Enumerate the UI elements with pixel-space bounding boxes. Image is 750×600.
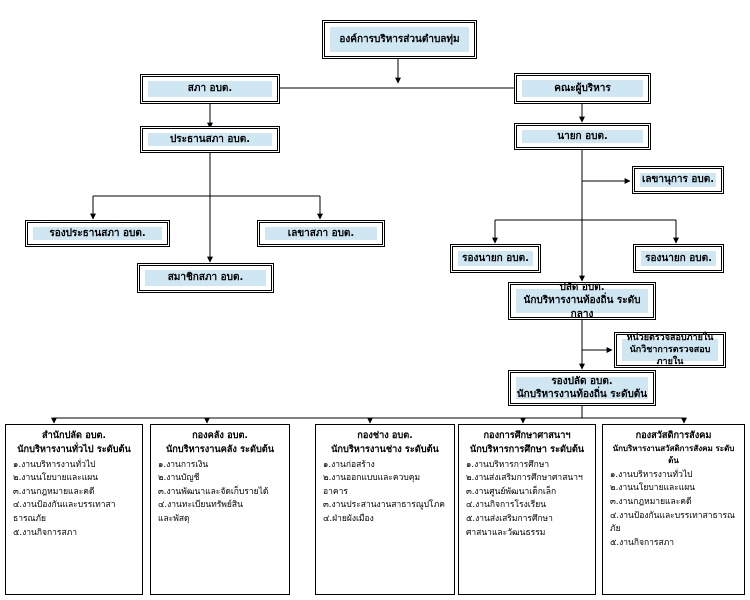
dept-head-position: นักบริหารงานคลัง ระดับต้น <box>165 443 275 455</box>
task-item: ๑.งานการเงิน <box>158 459 209 470</box>
dept-head-position: นักบริหารงานสวัสดิการสังคม ระดับต้น <box>612 443 735 465</box>
task-item: ๕.งานส่งเสริมการศึกษา <box>466 513 553 524</box>
deputy-mayor-left-box: รองนายก อบต. <box>450 244 541 273</box>
council-box: สภา อบต. <box>140 74 280 104</box>
internal-audit-position: นักวิชาการตรวจสอบภายใน <box>629 344 711 368</box>
deputy-clerk-position: นักบริหารงานท้องถิ่น ระดับต้น <box>516 389 648 400</box>
internal-audit-box: หน่วยตรวจสอบภายใน นักวิชาการตรวจสอบภายใน <box>614 332 726 368</box>
task-item: ๑.งานบริหารงานทั่วไป <box>610 469 693 480</box>
executive-board-label: คณะผู้บริหาร <box>554 82 611 94</box>
task-item: ๕.งานกิจการสภา <box>13 527 78 538</box>
clerk-box: ปลัด อบต. นักบริหารงานท้องถิ่น ระดับกลาง <box>508 282 656 320</box>
task-item: ศาสนาและวัฒนธรรม <box>466 527 546 538</box>
task-item: ๓.งานประสานงานสาธารณูปโภค <box>323 500 445 511</box>
dept-title: กองการศึกษาศาสนาฯ <box>483 430 571 441</box>
dept-engineering: กองช่าง อบต. นักบริหารงานช่าง ระดับต้น ๑… <box>315 424 455 595</box>
dept-social-welfare: กองสวัสดิการสังคม นักบริหารงานสวัสดิการส… <box>602 424 745 595</box>
task-item: ๑.งานก่อสร้าง <box>323 459 375 470</box>
deputy-clerk-box: รองปลัด อบต. นักบริหารงานท้องถิ่น ระดับต… <box>508 370 656 406</box>
council-label: สภา อบต. <box>187 83 233 95</box>
dept-finance: กองคลัง อบต. นักบริหารงานคลัง ระดับต้น ๑… <box>150 424 290 595</box>
deputy-mayor-right-box: รองนายก อบต. <box>633 244 724 273</box>
task-item: ๔.ฝ่ายผังเมือง <box>323 513 374 524</box>
task-item: อาคาร <box>323 486 348 497</box>
deputy-mayor-right-label: รองนายก อบต. <box>645 252 712 264</box>
task-item: ๓.งานศูนย์พัฒนาเด็กเล็ก <box>466 486 557 497</box>
task-item: ๒.งานออกแบบและควบคุม <box>323 473 421 484</box>
task-item: ๑.งานบริหารงานทั่วไป <box>13 459 96 470</box>
council-vice-chairman-box: รองประธานสภา อบต. <box>25 220 170 247</box>
dept-title: กองช่าง อบต. <box>357 430 413 441</box>
task-item: ๕.งานกิจการสภา <box>610 537 675 548</box>
dept-title: กองคลัง อบต. <box>192 430 248 441</box>
task-item: ๔.งานกิจการโรงเรียน <box>466 500 547 511</box>
council-member-box: สมาชิกสภา อบต. <box>137 263 274 293</box>
mayor-box: นายก อบต. <box>514 123 651 150</box>
deputy-clerk-title: รองปลัด อบต. <box>551 375 613 387</box>
council-vice-chairman-label: รองประธานสภา อบต. <box>49 227 146 239</box>
clerk-position: นักบริหารงานท้องถิ่น ระดับกลาง <box>523 295 641 320</box>
task-item: และพัสดุ <box>158 513 190 524</box>
top-org-box: องค์การบริหารส่วนตำบลทุ่ม <box>322 20 477 59</box>
executive-board-box: คณะผู้บริหาร <box>514 73 651 104</box>
dept-title: สำนักปลัด อบต. <box>41 430 107 441</box>
council-secretary-label: เลขาสภา อบต. <box>287 227 355 239</box>
task-item: ธารณภัย <box>13 513 46 524</box>
task-item: ๒.งานบัญชี <box>158 473 200 484</box>
dept-education: กองการศึกษาศาสนาฯ นักบริหารการศึกษา ระดั… <box>458 424 596 595</box>
deputy-mayor-left-label: รองนายก อบต. <box>462 252 529 264</box>
internal-audit-title: หน่วยตรวจสอบภายใน <box>626 332 714 343</box>
mayor-secretary-label: เลขานุการ อบต. <box>641 174 714 186</box>
task-item: ๒.งานส่งเสริมการศึกษาศาสนาฯ <box>466 473 583 484</box>
task-item: ภัย <box>610 524 621 535</box>
task-item: ๔.งานป้องกันและบรรเทาสา <box>13 500 116 511</box>
top-org-label: องค์การบริหารส่วนตำบลทุ่ม <box>339 33 460 45</box>
task-item: ๑.งานบริหารการศึกษา <box>466 459 550 470</box>
dept-title: กองสวัสดิการสังคม <box>635 430 712 441</box>
mayor-label: นายก อบต. <box>557 130 608 142</box>
council-member-label: สมาชิกสภา อบต. <box>167 272 244 284</box>
mayor-secretary-box: เลขานุการ อบต. <box>632 166 724 194</box>
council-secretary-box: เลขาสภา อบต. <box>257 220 385 247</box>
dept-head-position: นักบริหารงานช่าง ระดับต้น <box>331 443 439 455</box>
task-item: ๔.งานป้องกันและบรรเทาสาธารณ <box>610 510 735 521</box>
task-item: ๓.งานพัฒนาและจัดเก็บรายได้ <box>158 486 269 497</box>
task-item: ๒.งานนโยบายและแผน <box>610 483 696 494</box>
council-chairman-label: ประธานสภา อบต. <box>169 133 251 145</box>
task-item: ๓.งานกฎหมายและคดี <box>610 496 692 507</box>
dept-head-position: นักบริหารงานทั่วไป ระดับต้น <box>17 443 131 455</box>
dept-office-clerk: สำนักปลัด อบต. นักบริหารงานทั่วไป ระดับต… <box>5 424 143 595</box>
task-item: ๓.งานกฎหมายและคดี <box>13 486 95 497</box>
clerk-title: ปลัด อบต. <box>559 281 605 293</box>
council-chairman-box: ประธานสภา อบต. <box>140 126 280 153</box>
dept-head-position: นักบริหารการศึกษา ระดับต้น <box>469 443 585 455</box>
task-item: ๒.งานนโยบายและแผน <box>13 473 99 484</box>
task-item: ๔.งานทะเบียนทรัพย์สิน <box>158 500 243 511</box>
